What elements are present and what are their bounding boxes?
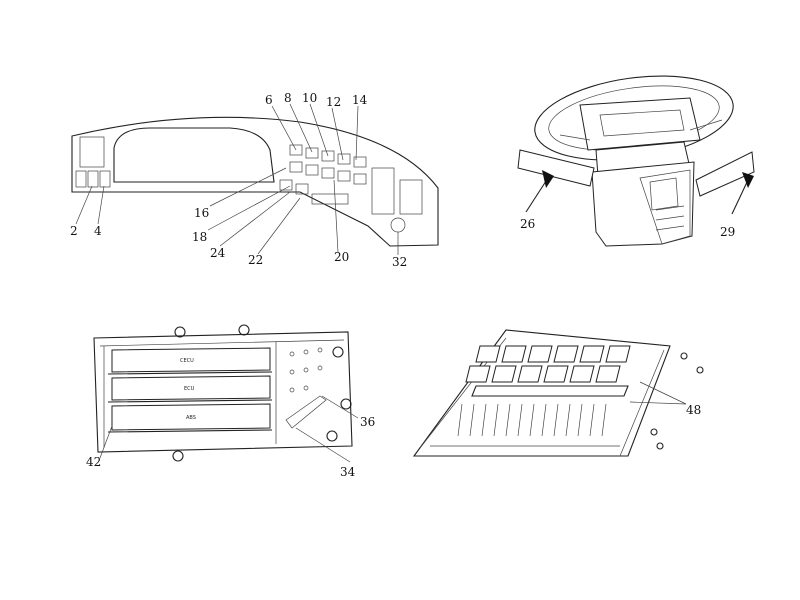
- dashboard-leader-lines: [75, 103, 399, 255]
- dashboard-switch-panel: [279, 144, 423, 215]
- ref-36: 36: [360, 415, 375, 429]
- ecu-rack-tray-cecu: CECU: [111, 347, 271, 373]
- dashboard-knob: [390, 217, 406, 233]
- ref-2: 2: [70, 224, 78, 238]
- steering-hub: [579, 97, 701, 151]
- ref-10: 10: [302, 91, 317, 105]
- module-label-cecu: CECU: [180, 358, 194, 364]
- fuse-strip-upper: [471, 385, 629, 397]
- ref-34: 34: [340, 465, 356, 479]
- steering-figure: 26 29: [517, 75, 755, 247]
- ref-42: 42: [86, 455, 101, 469]
- ref-24: 24: [210, 246, 226, 260]
- relay-block-grid: [465, 345, 631, 383]
- fuse-board-figure: 48: [412, 329, 704, 457]
- ref-18: 18: [192, 230, 207, 244]
- ref-29: 29: [720, 225, 735, 239]
- fuse-board-fasteners: [650, 352, 704, 450]
- ecu-rack-tray-ecu: ECU: [111, 375, 271, 401]
- ref-16: 16: [194, 206, 209, 220]
- ref-48: 48: [686, 403, 701, 417]
- ecu-rack-figure: CECU ECU ABS 42 36 34: [86, 324, 375, 479]
- dashboard-reference-labels: 6 8 10 12 14 16 18 24 22 20 32 2 4: [70, 91, 407, 269]
- fuse-columns: [457, 403, 607, 437]
- stalk-right: [695, 151, 755, 197]
- ecu-rack-tray-abs: ABS: [111, 403, 271, 431]
- ref-6: 6: [265, 93, 273, 107]
- ref-8: 8: [284, 91, 292, 105]
- ref-26: 26: [520, 217, 535, 231]
- ref-22: 22: [248, 253, 263, 267]
- module-label-ecu: ECU: [184, 386, 195, 392]
- stalk-left: [517, 149, 595, 187]
- dashboard-figure: 6 8 10 12 14 16 18 24 22 20 32 2 4: [70, 91, 439, 269]
- ref-4: 4: [94, 224, 102, 238]
- ref-32: 32: [392, 255, 407, 269]
- ref-12: 12: [326, 95, 341, 109]
- ecu-rack-mounts: [172, 324, 352, 462]
- ecu-rack-side-panel: [289, 347, 323, 393]
- ref-14: 14: [352, 93, 368, 107]
- ref-20: 20: [334, 250, 349, 264]
- module-label-abs: ABS: [186, 415, 196, 421]
